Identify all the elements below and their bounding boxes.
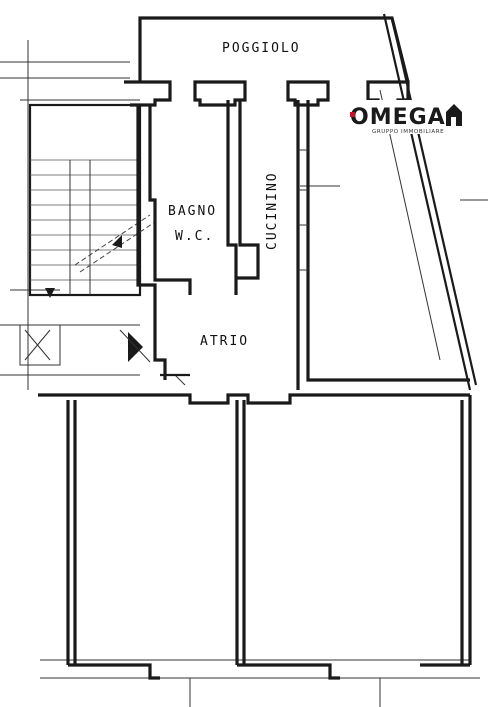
lower-rooms (38, 393, 472, 707)
label-bagno: BAGNO (168, 204, 217, 219)
label-poggiolo: POGGIOLO (222, 41, 301, 56)
label-atrio: ATRIO (200, 334, 249, 349)
omega-logo: OMEGA GRUPPO IMMOBILIARE (350, 100, 462, 135)
logo-accent-mark (350, 112, 355, 117)
label-wc: W.C. (175, 229, 214, 244)
logo-tagline: GRUPPO IMMOBILIARE (372, 129, 444, 135)
atrio-walls (119, 305, 470, 390)
reference-lines (0, 17, 488, 679)
kitchenette-walls (296, 100, 310, 305)
bathroom-walls (136, 100, 260, 325)
stairwell (19, 103, 156, 366)
balcony-outline (138, 13, 478, 391)
label-cucinino: CUCININO (265, 171, 280, 250)
house-icon (446, 104, 462, 126)
logo-name: OMEGA (350, 105, 446, 130)
